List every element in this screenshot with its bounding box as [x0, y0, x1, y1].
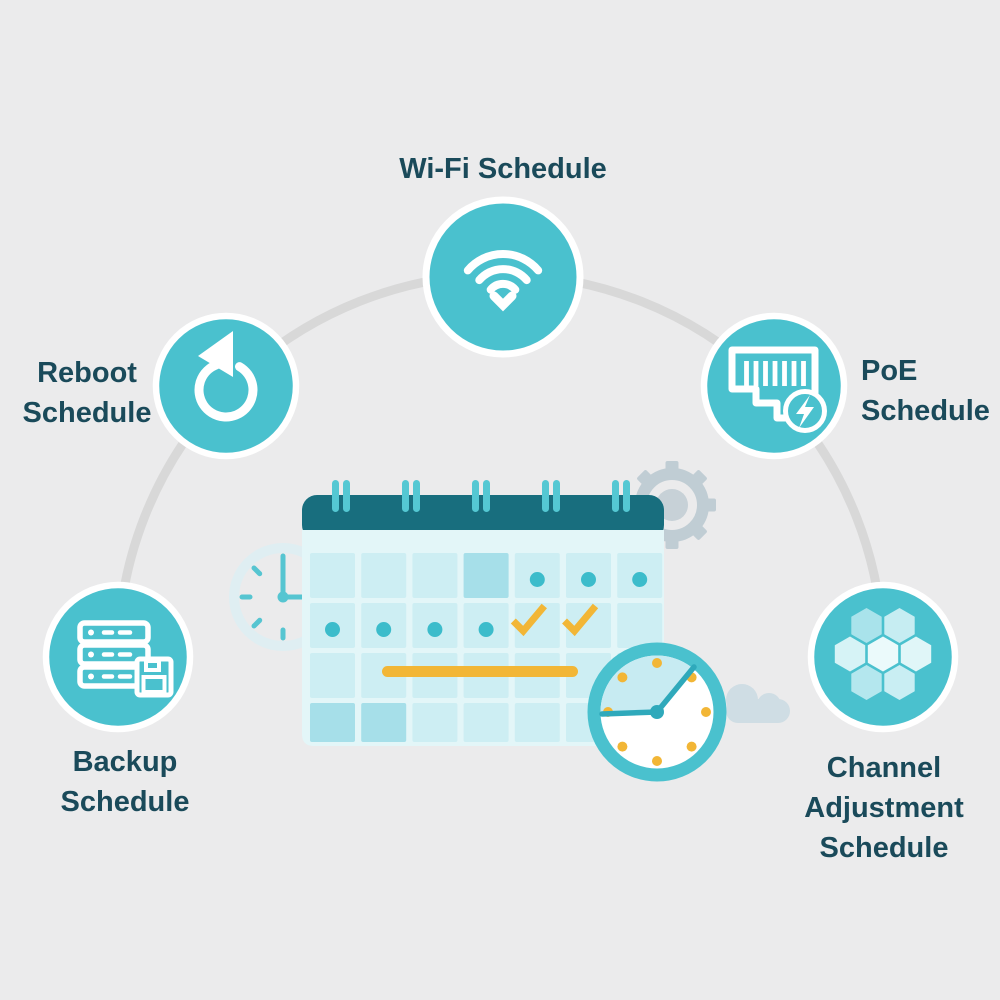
calendar-cell: [310, 653, 355, 698]
label-line: Backup: [72, 746, 178, 778]
label-line: Schedule: [22, 397, 152, 429]
label-wifi-schedule: Wi-Fi Schedule: [399, 149, 607, 189]
label-line: Wi-Fi Schedule: [399, 153, 607, 185]
reboot-arrow-icon: [194, 331, 258, 422]
calendar-cell: [361, 553, 407, 598]
label-line: Schedule: [60, 786, 190, 818]
label-line: Schedule: [819, 832, 949, 864]
calendar-dot: [478, 622, 494, 637]
calendar-cell: [514, 703, 560, 742]
calendar-cell: [361, 703, 407, 742]
lightning-bolt-icon: [796, 395, 814, 428]
calendar-dot: [529, 572, 545, 587]
calendar-cell: [463, 703, 509, 742]
label-backup-schedule: Backup Schedule: [61, 742, 190, 822]
label-line: Channel: [826, 752, 942, 784]
calendar-dot: [325, 622, 340, 637]
calendar-highlight-bar: [382, 666, 578, 677]
wifi-icon: [463, 250, 543, 312]
label-channel-adjustment-schedule: Channel Adjustment Schedule: [804, 748, 964, 868]
calendar-cell: [514, 603, 560, 648]
label-poe-schedule: PoE Schedule: [861, 351, 990, 431]
calendar-dot: [581, 572, 596, 587]
feature-circle-poe: [700, 312, 848, 460]
clock-icon: [587, 642, 727, 782]
calendar-cell: [412, 703, 458, 742]
calendar-cell: [310, 553, 355, 598]
calendar-dot: [376, 622, 392, 637]
feature-circle-wifi: [422, 196, 584, 358]
label-reboot-schedule: Reboot Schedule: [23, 353, 152, 433]
calendar-header: [302, 495, 664, 540]
calendar-cell: [361, 653, 407, 698]
label-line: PoE: [861, 355, 918, 387]
feature-circle-reboot: [152, 312, 300, 460]
calendar-cell: [463, 553, 509, 598]
label-line: Schedule: [861, 395, 990, 427]
calendar-cell: [412, 553, 458, 598]
feature-circle-backup: [42, 581, 194, 733]
label-line: Reboot: [37, 357, 137, 389]
calendar-check: [562, 603, 599, 637]
feature-circle-channel: [807, 581, 959, 733]
calendar-cell: [617, 603, 663, 648]
hexagon-honeycomb-icon: [834, 608, 932, 700]
server-stack-floppy-icon: [77, 620, 174, 698]
ethernet-port-lightning-icon: [728, 346, 827, 433]
calendar-check: [510, 603, 547, 637]
calendar-binder-rings: [332, 480, 630, 512]
calendar-dot: [632, 572, 648, 587]
calendar-cell: [310, 703, 355, 742]
calendar-cell: [566, 603, 611, 648]
calendar-dot: [427, 622, 443, 637]
floppy-disk-icon: [134, 656, 174, 698]
label-line: Adjustment: [804, 792, 964, 824]
clock-hands: [599, 664, 697, 717]
cloud-icon: [726, 684, 790, 723]
